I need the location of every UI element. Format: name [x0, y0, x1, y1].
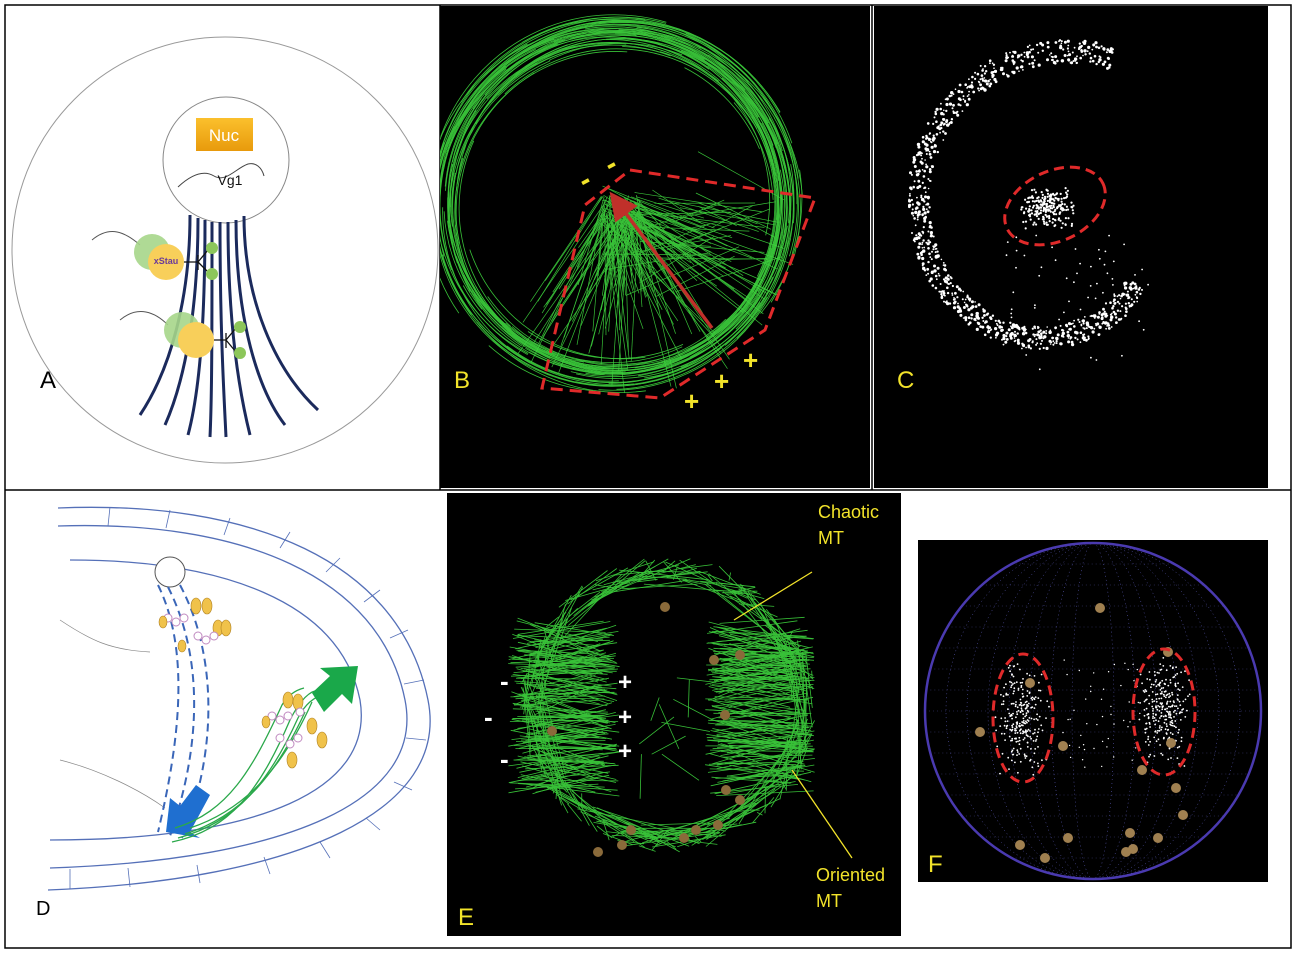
plus-sign: +: [743, 345, 758, 375]
chaotic-pointer-line: [733, 571, 813, 621]
oriented-label-line2: MT: [816, 891, 842, 911]
granules-upper: [158, 597, 232, 653]
nucleus-outline: [162, 96, 290, 224]
oriented-label-line1: Oriented: [816, 865, 885, 885]
microtubule-ring: [440, 14, 803, 393]
panel-c-letter: C: [897, 367, 914, 394]
plus-sign: +: [618, 738, 632, 765]
panel-e: Chaotic MT Oriented MT - - - + + + E: [447, 493, 901, 936]
blue-arrow: [166, 785, 210, 838]
microtubule-network: [508, 558, 815, 853]
chaotic-label-line1: Chaotic: [818, 502, 879, 522]
panel-b-background: [440, 6, 870, 488]
green-arrow: [312, 666, 358, 712]
panel-c: C: [874, 6, 1268, 488]
embryo-segment-ticks: [69, 506, 427, 889]
chaotic-label-line2: MT: [818, 528, 844, 548]
vg1-label: Vg1: [218, 172, 243, 188]
dashed-cluster-left: [991, 652, 1055, 784]
plus-sign: +: [684, 386, 699, 416]
oocyte-outline: [11, 36, 439, 464]
minus-sign: -: [500, 744, 509, 774]
panel-a-letter: A: [40, 367, 56, 394]
vg1-rna-strand: [177, 163, 265, 188]
nucleus-label: Nuc: [209, 126, 240, 145]
nucleus-label-box: [196, 118, 253, 151]
oriented-label: Oriented MT: [816, 865, 890, 911]
granule-dots: [994, 657, 1191, 776]
panel-c-background: [874, 6, 1268, 488]
xstau-label: xStau: [154, 256, 179, 266]
membrane-fold-lower: [59, 759, 166, 809]
plus-sign: +: [618, 669, 632, 696]
xstau-complex-upper: xStau: [91, 231, 218, 280]
minus-sign: -: [484, 702, 493, 732]
dashed-cluster-right: [1131, 647, 1197, 777]
oriented-pointer-line: [791, 769, 853, 859]
panel-f: F: [918, 540, 1268, 882]
plus-sign: +: [714, 366, 729, 396]
panel-b: - - + + + B: [440, 6, 870, 488]
minus-sign: -: [500, 666, 509, 696]
embryo-outline: [47, 506, 431, 891]
panel-d: D: [36, 506, 431, 920]
plus-sign: +: [618, 704, 632, 731]
panel-e-letter: E: [458, 904, 474, 931]
panel-d-letter: D: [36, 898, 50, 920]
dashed-cluster-outline: [1003, 165, 1107, 247]
granule-dots: [908, 39, 1149, 371]
chaotic-label: Chaotic MT: [818, 502, 884, 548]
granules: [975, 603, 1188, 863]
granules: [547, 602, 745, 857]
sphere-grid: [923, 541, 1263, 881]
granules-lower: [261, 691, 328, 769]
panel-a: Nuc Vg1 xStau: [11, 36, 439, 464]
polarity-arrow: [609, 191, 714, 330]
panel-e-background: [447, 493, 901, 936]
panel-f-letter: F: [928, 851, 943, 878]
xstau-complex-lower: [119, 311, 246, 359]
centrosome-circle: [154, 556, 186, 588]
membrane-fold-upper: [59, 619, 151, 653]
panel-b-letter: B: [454, 367, 470, 394]
